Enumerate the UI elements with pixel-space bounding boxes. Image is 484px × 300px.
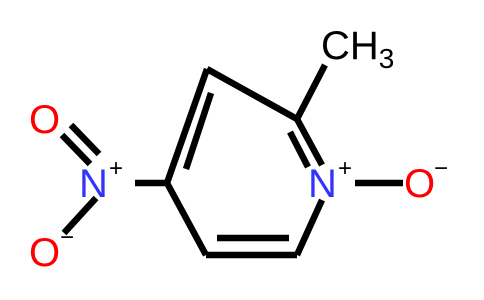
bond-n1-c2-inner (287, 130, 311, 169)
bond-nitro-single (61, 195, 99, 236)
ring-nitrogen-label: N (308, 162, 337, 206)
nitro-oxygen-single-charge: − (60, 224, 74, 251)
ring-nitrogen-charge: + (338, 155, 352, 182)
bonds (59, 63, 403, 259)
nitro-oxygen-single-label: O (29, 231, 60, 275)
nitro-oxygen-double-label: O (29, 98, 60, 142)
methyl-main: CH (321, 24, 379, 68)
nitro-nitrogen-label: N (79, 162, 108, 206)
bond-c4-c5 (164, 181, 209, 257)
n-oxide-oxygen-label: O (404, 162, 435, 206)
bond-c6-n1 (294, 198, 325, 257)
methyl-subscript: 3 (379, 43, 395, 74)
bond-c3-c4-inner (182, 91, 215, 171)
nitro-nitrogen-charge: + (109, 155, 123, 182)
atom-labels: CH3 N + O − N + O O − (29, 24, 448, 275)
bond-c2-methyl (294, 63, 328, 121)
bond-nitro-double-1 (59, 132, 93, 167)
bond-nitro-double-2 (68, 122, 102, 157)
bond-c3-c4-outer (163, 67, 211, 185)
methyl-label: CH3 (321, 24, 394, 74)
bond-c2-c3 (205, 66, 299, 122)
n-oxide-oxygen-charge: − (434, 155, 448, 182)
bond-n1-c2-outer (294, 117, 325, 167)
